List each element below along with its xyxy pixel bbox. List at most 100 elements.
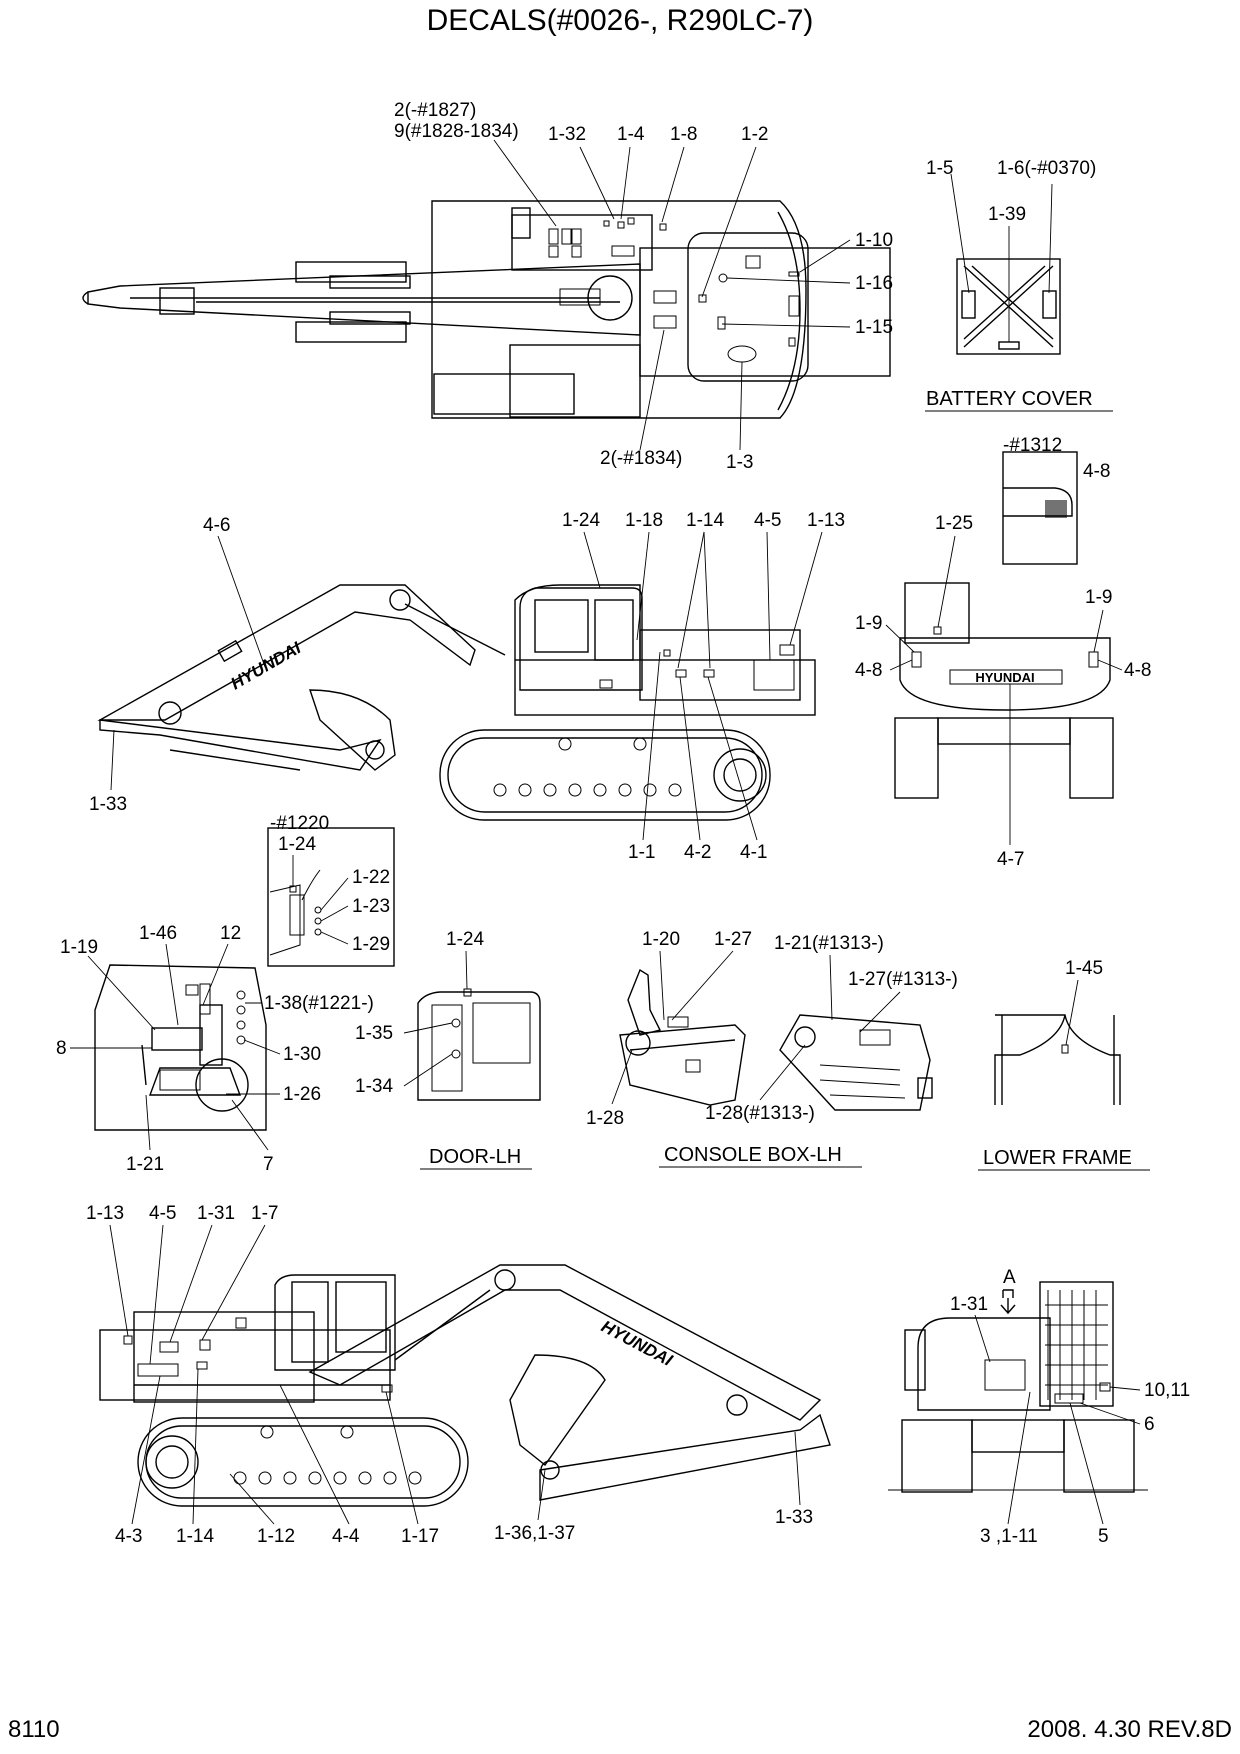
callout-label: 1-13 <box>807 510 845 531</box>
cab-interior-callouts: 1-19 1-46 12 8 1-38(#1221-) 1-30 1-26 1-… <box>56 923 374 1175</box>
callout-label: 3 ,1-11 <box>980 1526 1038 1547</box>
callout-label: -#1312 <box>1003 435 1062 456</box>
caption-door-lh: DOOR-LH <box>429 1146 521 1168</box>
callout-label: 1-12 <box>257 1526 295 1547</box>
lower-frame-drawing <box>994 1014 1121 1105</box>
callout-label: 4-8 <box>1083 461 1110 482</box>
console-box-callouts: 1-20 1-27 1-21(#1313-) 1-27(#1313-) 1-28… <box>586 929 958 1129</box>
callout-label: 4-5 <box>149 1203 176 1224</box>
front-view-drawing <box>888 1281 1148 1493</box>
callout-label: 1-35 <box>355 1023 393 1044</box>
callout-label: 2(-#1834) <box>600 448 682 469</box>
callout-label: 8 <box>56 1038 67 1059</box>
callout-label: 4-1 <box>740 842 767 863</box>
callout-label: 1-26 <box>283 1084 321 1105</box>
callout-label: 1-25 <box>935 513 973 534</box>
callout-label: 6 <box>1144 1414 1155 1435</box>
decal-marks-right <box>123 1317 393 1393</box>
callout-label: 1-28(#1313-) <box>705 1103 815 1124</box>
callout-label: 1-14 <box>176 1526 214 1547</box>
callout-label: 1-30 <box>283 1044 321 1065</box>
callout-label: 1-33 <box>89 794 127 815</box>
right-side-view-drawing: HYUNDAI <box>99 1264 831 1507</box>
callout-label: 1-15 <box>855 317 893 338</box>
date-revision: 2008. 4.30 REV.8D <box>1027 1716 1232 1743</box>
caption-console-box-lh: CONSOLE BOX-LH <box>664 1144 842 1166</box>
callout-label: 1-8 <box>670 124 697 145</box>
callout-label: 1-33 <box>775 1507 813 1528</box>
callout-label: 10,11 <box>1144 1380 1190 1401</box>
callout-label: 5 <box>1098 1526 1109 1547</box>
callout-label: 4-3 <box>115 1526 142 1547</box>
callout-label: 1-27(#1313-) <box>848 969 958 990</box>
caption-lower-frame: LOWER FRAME <box>983 1147 1132 1169</box>
callout-label: 1-23 <box>352 896 390 917</box>
decal-marks-top <box>548 217 800 363</box>
callout-label: 1-22 <box>352 867 390 888</box>
cab-interior-drawing <box>94 964 267 1131</box>
callout-label: 9(#1828-1834) <box>394 121 519 142</box>
lower-frame-callouts: 1-45 <box>1065 958 1103 1046</box>
callout-label: 1-14 <box>686 510 724 531</box>
cab-inset-callouts: -#1220 1-24 1-22 1-23 1-29 <box>270 813 390 955</box>
door-lh-callouts: 1-24 1-35 1-34 <box>355 929 484 1097</box>
callout-label: 1-46 <box>139 923 177 944</box>
callout-label: 1-36,1-37 <box>494 1523 575 1544</box>
callout-label: 4-6 <box>203 515 230 536</box>
top-view-drawing <box>82 200 891 419</box>
left-side-view-callouts: 4-6 1-24 1-18 1-14 4-5 1-13 1-33 1-1 4-2… <box>89 510 845 863</box>
callout-label: 4-8 <box>855 660 882 681</box>
callout-label: 1-38(#1221-) <box>264 993 374 1014</box>
door-lh-drawing <box>417 988 541 1101</box>
right-side-view-callouts: 1-13 4-5 1-31 1-7 4-3 1-14 1-12 4-4 1-17… <box>86 1203 813 1547</box>
callout-label: 1-28 <box>586 1108 624 1129</box>
callout-label: 1-18 <box>625 510 663 531</box>
callout-label: 1-16 <box>855 273 893 294</box>
front-view-callouts: A 1-31 10,11 6 3 ,1-11 5 <box>950 1267 1190 1547</box>
callout-label: 1-3 <box>726 452 753 473</box>
callout-label: 4-8 <box>1124 660 1151 681</box>
callout-label: 2(-#1827) <box>394 100 476 121</box>
callout-label: 1-31 <box>950 1294 988 1315</box>
callout-label: 1-39 <box>988 204 1026 225</box>
cab-inset-drawing <box>267 827 395 967</box>
callout-label: 1-34 <box>355 1076 393 1097</box>
brand-mark-right: HYUNDAI <box>598 1317 676 1371</box>
callout-label: 4-2 <box>684 842 711 863</box>
battery-cover-callouts: 1-5 1-6(-#0370) 1-39 <box>926 158 1096 225</box>
callout-label: 1-9 <box>855 613 882 634</box>
console-box-drawing <box>619 968 933 1111</box>
callout-label: 1-19 <box>60 937 98 958</box>
callout-label: 4-7 <box>997 849 1024 870</box>
battery-cover-drawing <box>950 173 1061 355</box>
callout-label: 12 <box>220 923 241 944</box>
callout-label: 1-21(#1313-) <box>774 933 884 954</box>
callout-label: 1-45 <box>1065 958 1103 979</box>
callout-label: 1-17 <box>401 1526 439 1547</box>
callout-label: 1-4 <box>617 124 645 145</box>
page-number: 8110 <box>8 1716 60 1743</box>
callout-label: 1-13 <box>86 1203 124 1224</box>
callout-label: 1-24 <box>562 510 600 531</box>
callout-label: 1-31 <box>197 1203 235 1224</box>
callout-label: -#1220 <box>270 813 329 834</box>
decal-marks-left <box>599 644 795 691</box>
callout-label: 1-9 <box>1085 587 1112 608</box>
callout-label: 1-24 <box>278 834 316 855</box>
callout-label: 1-10 <box>855 230 893 251</box>
callout-label: 1-20 <box>642 929 680 950</box>
callout-label: A <box>1003 1267 1016 1288</box>
page-title: DECALS(#0026-, R290LC-7) <box>427 4 814 37</box>
callout-label: 1-1 <box>628 842 655 863</box>
caption-battery-cover: BATTERY COVER <box>926 388 1093 410</box>
callout-label: 1-27 <box>714 929 752 950</box>
rear-view-drawing <box>894 451 1114 799</box>
callout-label: 4-4 <box>332 1526 360 1547</box>
callout-label: 1-24 <box>446 929 484 950</box>
callout-label: 1-5 <box>926 158 953 179</box>
callout-label: 1-7 <box>251 1203 278 1224</box>
brand-mark-rear: HYUNDAI <box>975 670 1034 685</box>
callout-label: 7 <box>263 1154 274 1175</box>
callout-label: 4-5 <box>754 510 781 531</box>
